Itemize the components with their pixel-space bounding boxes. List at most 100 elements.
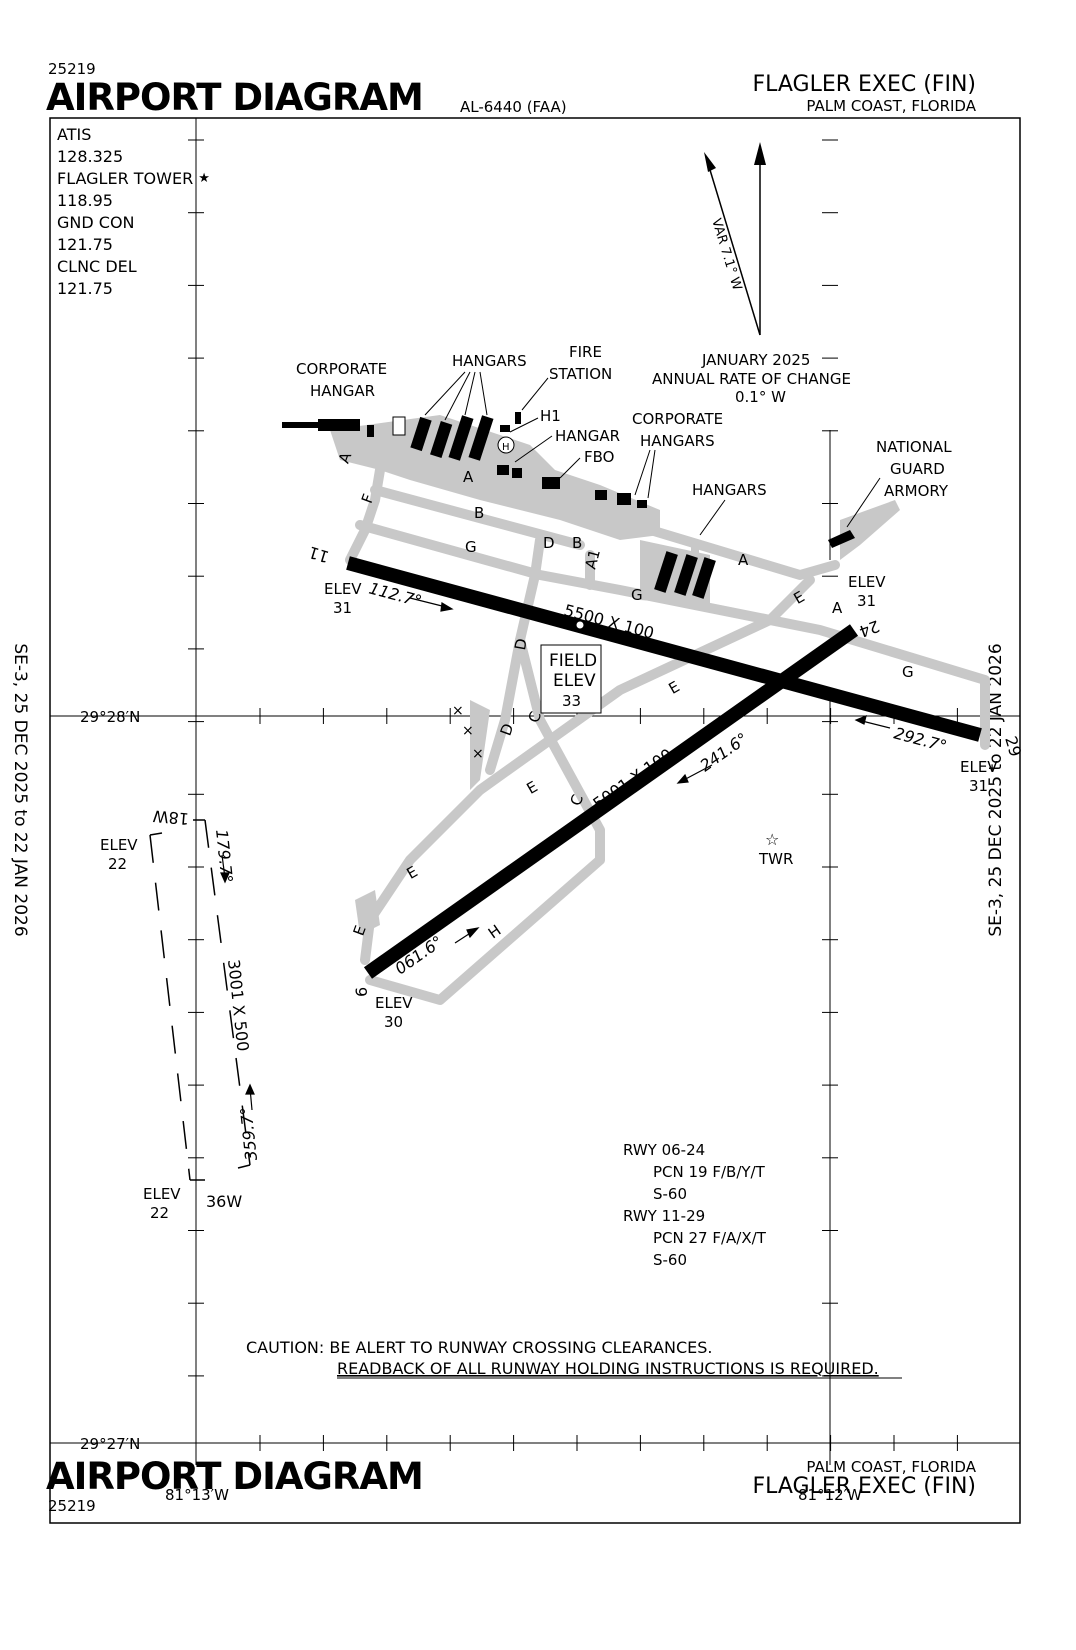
fire-station-bldg bbox=[515, 412, 521, 424]
corporate-hangar-label-1: CORPORATE bbox=[296, 360, 387, 378]
footer-airport-name: FLAGLER EXEC (FIN) bbox=[752, 1474, 976, 1499]
elev-18w-label: ELEV bbox=[100, 836, 138, 854]
h1-label: H1 bbox=[540, 407, 561, 425]
magvar-rate: 0.1° W bbox=[735, 388, 786, 406]
taxiway-label-e-mid: E bbox=[666, 677, 683, 697]
runway-11-29 bbox=[346, 556, 982, 742]
pcn-06-24-s: S-60 bbox=[653, 1185, 687, 1203]
hangar-bldg-1 bbox=[410, 416, 432, 452]
field-elev-value: 33 bbox=[562, 692, 581, 710]
true-north-arrow-icon bbox=[754, 142, 766, 165]
taxiway-g bbox=[355, 520, 990, 750]
fire-station-label-1: FIRE bbox=[569, 343, 602, 361]
caution-line-2: READBACK OF ALL RUNWAY HOLDING INSTRUCTI… bbox=[337, 1359, 879, 1378]
runway-labels: 11 29 6 24 18W 36W 5500 X 100 5001 X 100… bbox=[152, 542, 1025, 1211]
magvar-graphic: VAR 7.1° W JANUARY 2025 ANNUAL RATE OF C… bbox=[652, 142, 851, 406]
taxiway-d bbox=[485, 535, 545, 775]
grid-ticks bbox=[188, 139, 958, 1451]
armory-bldg bbox=[828, 530, 855, 548]
lat-label-28: 29°28′N bbox=[80, 708, 140, 726]
guard-label-2: GUARD bbox=[890, 460, 945, 478]
hangar-bldg-4 bbox=[468, 415, 494, 461]
freq-ground-label: GND CON bbox=[57, 213, 135, 232]
taxiway-b bbox=[370, 485, 585, 550]
caution-line-1: CAUTION: BE ALERT TO RUNWAY CROSSING CLE… bbox=[246, 1338, 712, 1357]
hangars2-label: HANGARS bbox=[692, 481, 767, 499]
airport-name: FLAGLER EXEC (FIN) bbox=[752, 72, 976, 97]
water-runway-ends bbox=[149, 819, 251, 1181]
taxiway-label-e-sw: E bbox=[404, 862, 421, 882]
elev-06-value: 30 bbox=[384, 1013, 403, 1031]
tower-star-icon: ★ bbox=[198, 171, 210, 186]
taxiway-label-a-east: A bbox=[738, 551, 749, 569]
runway-06-24-dimensions: 5001 X 100 bbox=[589, 745, 676, 814]
water-runway-dimensions: 3001 X 500 bbox=[224, 958, 253, 1052]
magnetic-north-line bbox=[706, 159, 761, 336]
lat-label-27: 29°27′N bbox=[80, 1435, 140, 1453]
runway-06-24 bbox=[363, 624, 859, 979]
guard-label-1: NATIONAL bbox=[876, 438, 952, 456]
field-elev-text: FIELD ELEV 33 bbox=[549, 651, 597, 710]
taxiway-label-a-armory: A bbox=[832, 599, 843, 617]
tower-star-icon: ☆ bbox=[765, 830, 779, 849]
helipad-icon bbox=[497, 436, 515, 454]
hangar-small-bldg-2 bbox=[512, 468, 522, 478]
airport-city: PALM COAST, FLORIDA bbox=[806, 97, 976, 115]
footer-title: AIRPORT DIAGRAM bbox=[46, 1455, 424, 1498]
arrow-241-icon bbox=[676, 773, 689, 784]
magvar-label: VAR 7.1° W bbox=[708, 217, 744, 293]
fbo-label: FBO bbox=[584, 448, 614, 466]
field-elev-point bbox=[575, 620, 585, 630]
corporate-hangars-label-1: CORPORATE bbox=[632, 410, 723, 428]
field-elev-box bbox=[540, 644, 602, 714]
fbo-bldg bbox=[542, 477, 560, 489]
pcn-rwy-06-24: RWY 06-24 bbox=[623, 1141, 705, 1159]
taxiway-label-g: G bbox=[631, 586, 643, 604]
e-pad bbox=[355, 890, 380, 935]
freq-tower-value: 118.95 bbox=[57, 191, 113, 210]
freq-ground-value: 121.75 bbox=[57, 235, 113, 254]
freq-tower-label: FLAGLER TOWER ★ bbox=[57, 169, 210, 188]
arrow-061-icon bbox=[466, 927, 480, 939]
water-runway bbox=[149, 819, 251, 1181]
corp-hangar-bldg-1 bbox=[595, 490, 607, 500]
field-elev-label-1: FIELD bbox=[549, 651, 597, 671]
freq-clnc-label: CLNC DEL bbox=[57, 257, 137, 276]
freq-atis-label: ATIS bbox=[57, 125, 92, 144]
hangars2-bldg-2 bbox=[674, 554, 698, 596]
taxiway-label-a-apron: A bbox=[463, 468, 474, 486]
closed-x-2: × bbox=[462, 723, 474, 739]
corp-hangar-bldg-3 bbox=[637, 500, 647, 508]
corporate-hangar-label-2: HANGAR bbox=[310, 382, 375, 400]
elev-36w-label: ELEV bbox=[143, 1185, 181, 1203]
field-elev-label-2: ELEV bbox=[553, 671, 596, 691]
heading-arrows bbox=[220, 597, 891, 1111]
taxiway-label-h: H bbox=[485, 921, 505, 942]
taxiway-label-a1: A1 bbox=[581, 547, 604, 571]
taxiway-label-g-east: G bbox=[902, 663, 914, 681]
arrow-112-icon bbox=[440, 602, 454, 612]
buildings bbox=[282, 412, 855, 599]
tower-label: TWR bbox=[758, 850, 793, 868]
taxiway-label-g-west: G bbox=[465, 538, 477, 556]
hangar-label: HANGAR bbox=[555, 427, 620, 445]
lon-label-12: 81°12′W bbox=[798, 1486, 862, 1504]
procedure-id: 25219 bbox=[48, 60, 96, 78]
taxiway-label-d-mid: D bbox=[511, 637, 531, 652]
taxiway-label-d-north: D bbox=[543, 534, 555, 552]
fire-station-label-2: STATION bbox=[549, 365, 612, 383]
armory-apron bbox=[840, 500, 900, 560]
pcn-06-24-value: PCN 19 F/B/Y/T bbox=[653, 1163, 766, 1181]
runway-18w-number: 18W bbox=[152, 806, 190, 828]
hangar-bldg-3 bbox=[448, 415, 474, 461]
elev-29-value: 31 bbox=[969, 777, 988, 795]
magnetic-north-arrow-icon bbox=[704, 152, 716, 172]
pcn-info: RWY 06-24 PCN 19 F/B/Y/T S-60 RWY 11-29 … bbox=[623, 1141, 767, 1269]
diagram-frame bbox=[49, 117, 1021, 1524]
elev-36w-value: 22 bbox=[150, 1204, 169, 1222]
arrow-292-icon bbox=[854, 715, 867, 725]
freq-clnc-value: 121.75 bbox=[57, 279, 113, 298]
document-id: AL-6440 (FAA) bbox=[460, 98, 567, 116]
hangars-label: HANGARS bbox=[452, 352, 527, 370]
taxiway-label-e-south: E bbox=[524, 777, 541, 797]
